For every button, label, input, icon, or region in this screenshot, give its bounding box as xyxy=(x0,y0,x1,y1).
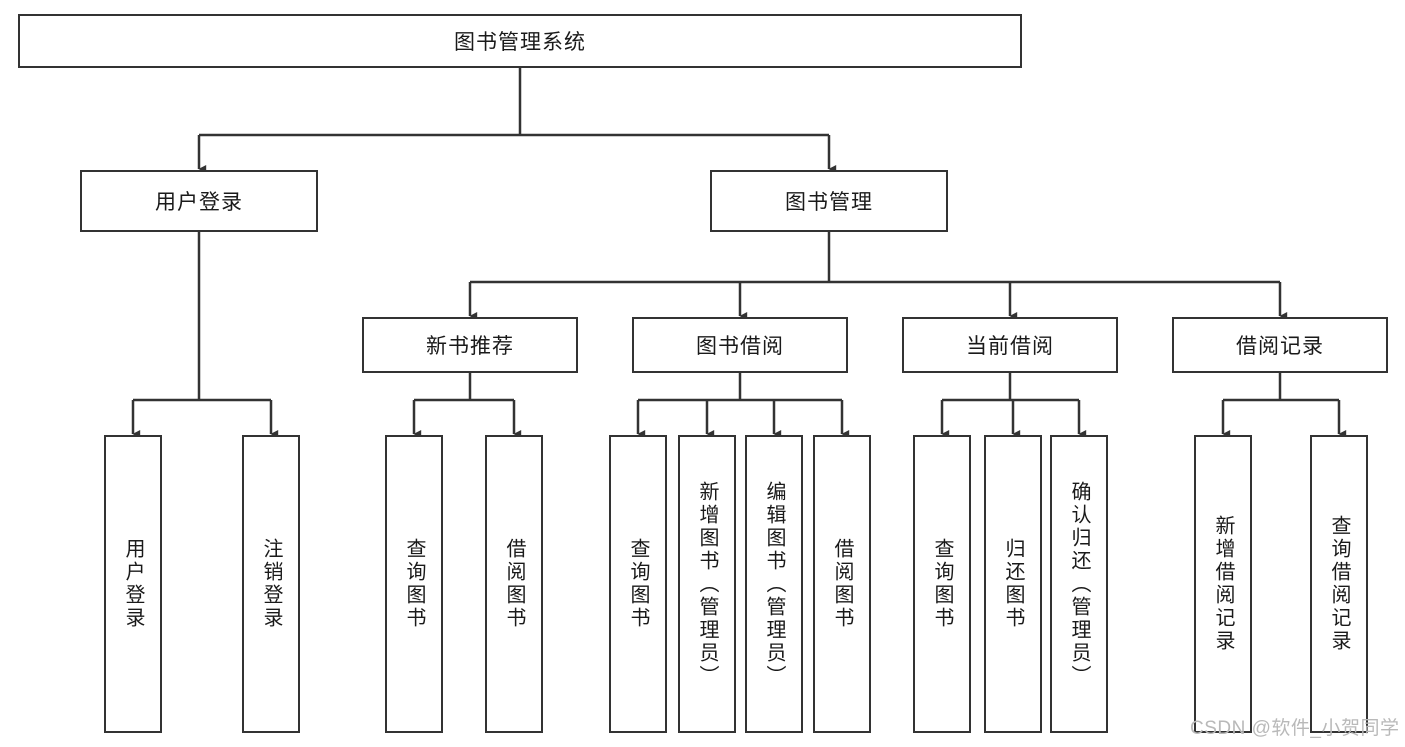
node-label: 新书推荐 xyxy=(426,335,514,358)
node-leaf12[interactable]: 新增借阅记录 xyxy=(1194,435,1252,733)
node-records[interactable]: 借阅记录 xyxy=(1172,317,1388,373)
node-login[interactable]: 用户登录 xyxy=(80,170,318,232)
node-label: 编辑图书（管理员） xyxy=(763,480,785,688)
node-bookmgmt[interactable]: 图书管理 xyxy=(710,170,948,232)
node-leaf8[interactable]: 借阅图书 xyxy=(813,435,871,733)
node-leaf7[interactable]: 编辑图书（管理员） xyxy=(745,435,803,733)
node-label: 借阅图书 xyxy=(831,538,853,630)
node-current[interactable]: 当前借阅 xyxy=(902,317,1118,373)
node-leaf1[interactable]: 用户登录 xyxy=(104,435,162,733)
node-label: 查询图书 xyxy=(931,538,953,630)
node-borrow[interactable]: 图书借阅 xyxy=(632,317,848,373)
node-root[interactable]: 图书管理系统 xyxy=(18,14,1022,68)
node-leaf10[interactable]: 归还图书 xyxy=(984,435,1042,733)
node-leaf11[interactable]: 确认归还（管理员） xyxy=(1050,435,1108,733)
node-label: 用户登录 xyxy=(155,191,243,214)
node-label: 用户登录 xyxy=(122,538,144,630)
node-label: 确认归还（管理员） xyxy=(1068,480,1090,688)
node-label: 图书借阅 xyxy=(696,335,784,358)
node-label: 新增借阅记录 xyxy=(1212,515,1234,653)
node-leaf13[interactable]: 查询借阅记录 xyxy=(1310,435,1368,733)
node-label: 查询借阅记录 xyxy=(1328,515,1350,653)
node-label: 借阅图书 xyxy=(503,538,525,630)
node-label: 当前借阅 xyxy=(966,335,1054,358)
node-leaf4[interactable]: 借阅图书 xyxy=(485,435,543,733)
node-leaf5[interactable]: 查询图书 xyxy=(609,435,667,733)
watermark: CSDN @软件_小贺同学 xyxy=(1190,718,1400,739)
node-leaf2[interactable]: 注销登录 xyxy=(242,435,300,733)
node-label: 新增图书（管理员） xyxy=(696,480,718,688)
node-leaf6[interactable]: 新增图书（管理员） xyxy=(678,435,736,733)
node-label: 借阅记录 xyxy=(1236,335,1324,358)
node-label: 归还图书 xyxy=(1002,538,1024,630)
node-label: 图书管理 xyxy=(785,191,873,214)
node-label: 图书管理系统 xyxy=(454,31,586,54)
node-newbooks[interactable]: 新书推荐 xyxy=(362,317,578,373)
node-label: 注销登录 xyxy=(260,538,282,630)
node-label: 查询图书 xyxy=(627,538,649,630)
node-leaf9[interactable]: 查询图书 xyxy=(913,435,971,733)
node-label: 查询图书 xyxy=(403,538,425,630)
node-leaf3[interactable]: 查询图书 xyxy=(385,435,443,733)
